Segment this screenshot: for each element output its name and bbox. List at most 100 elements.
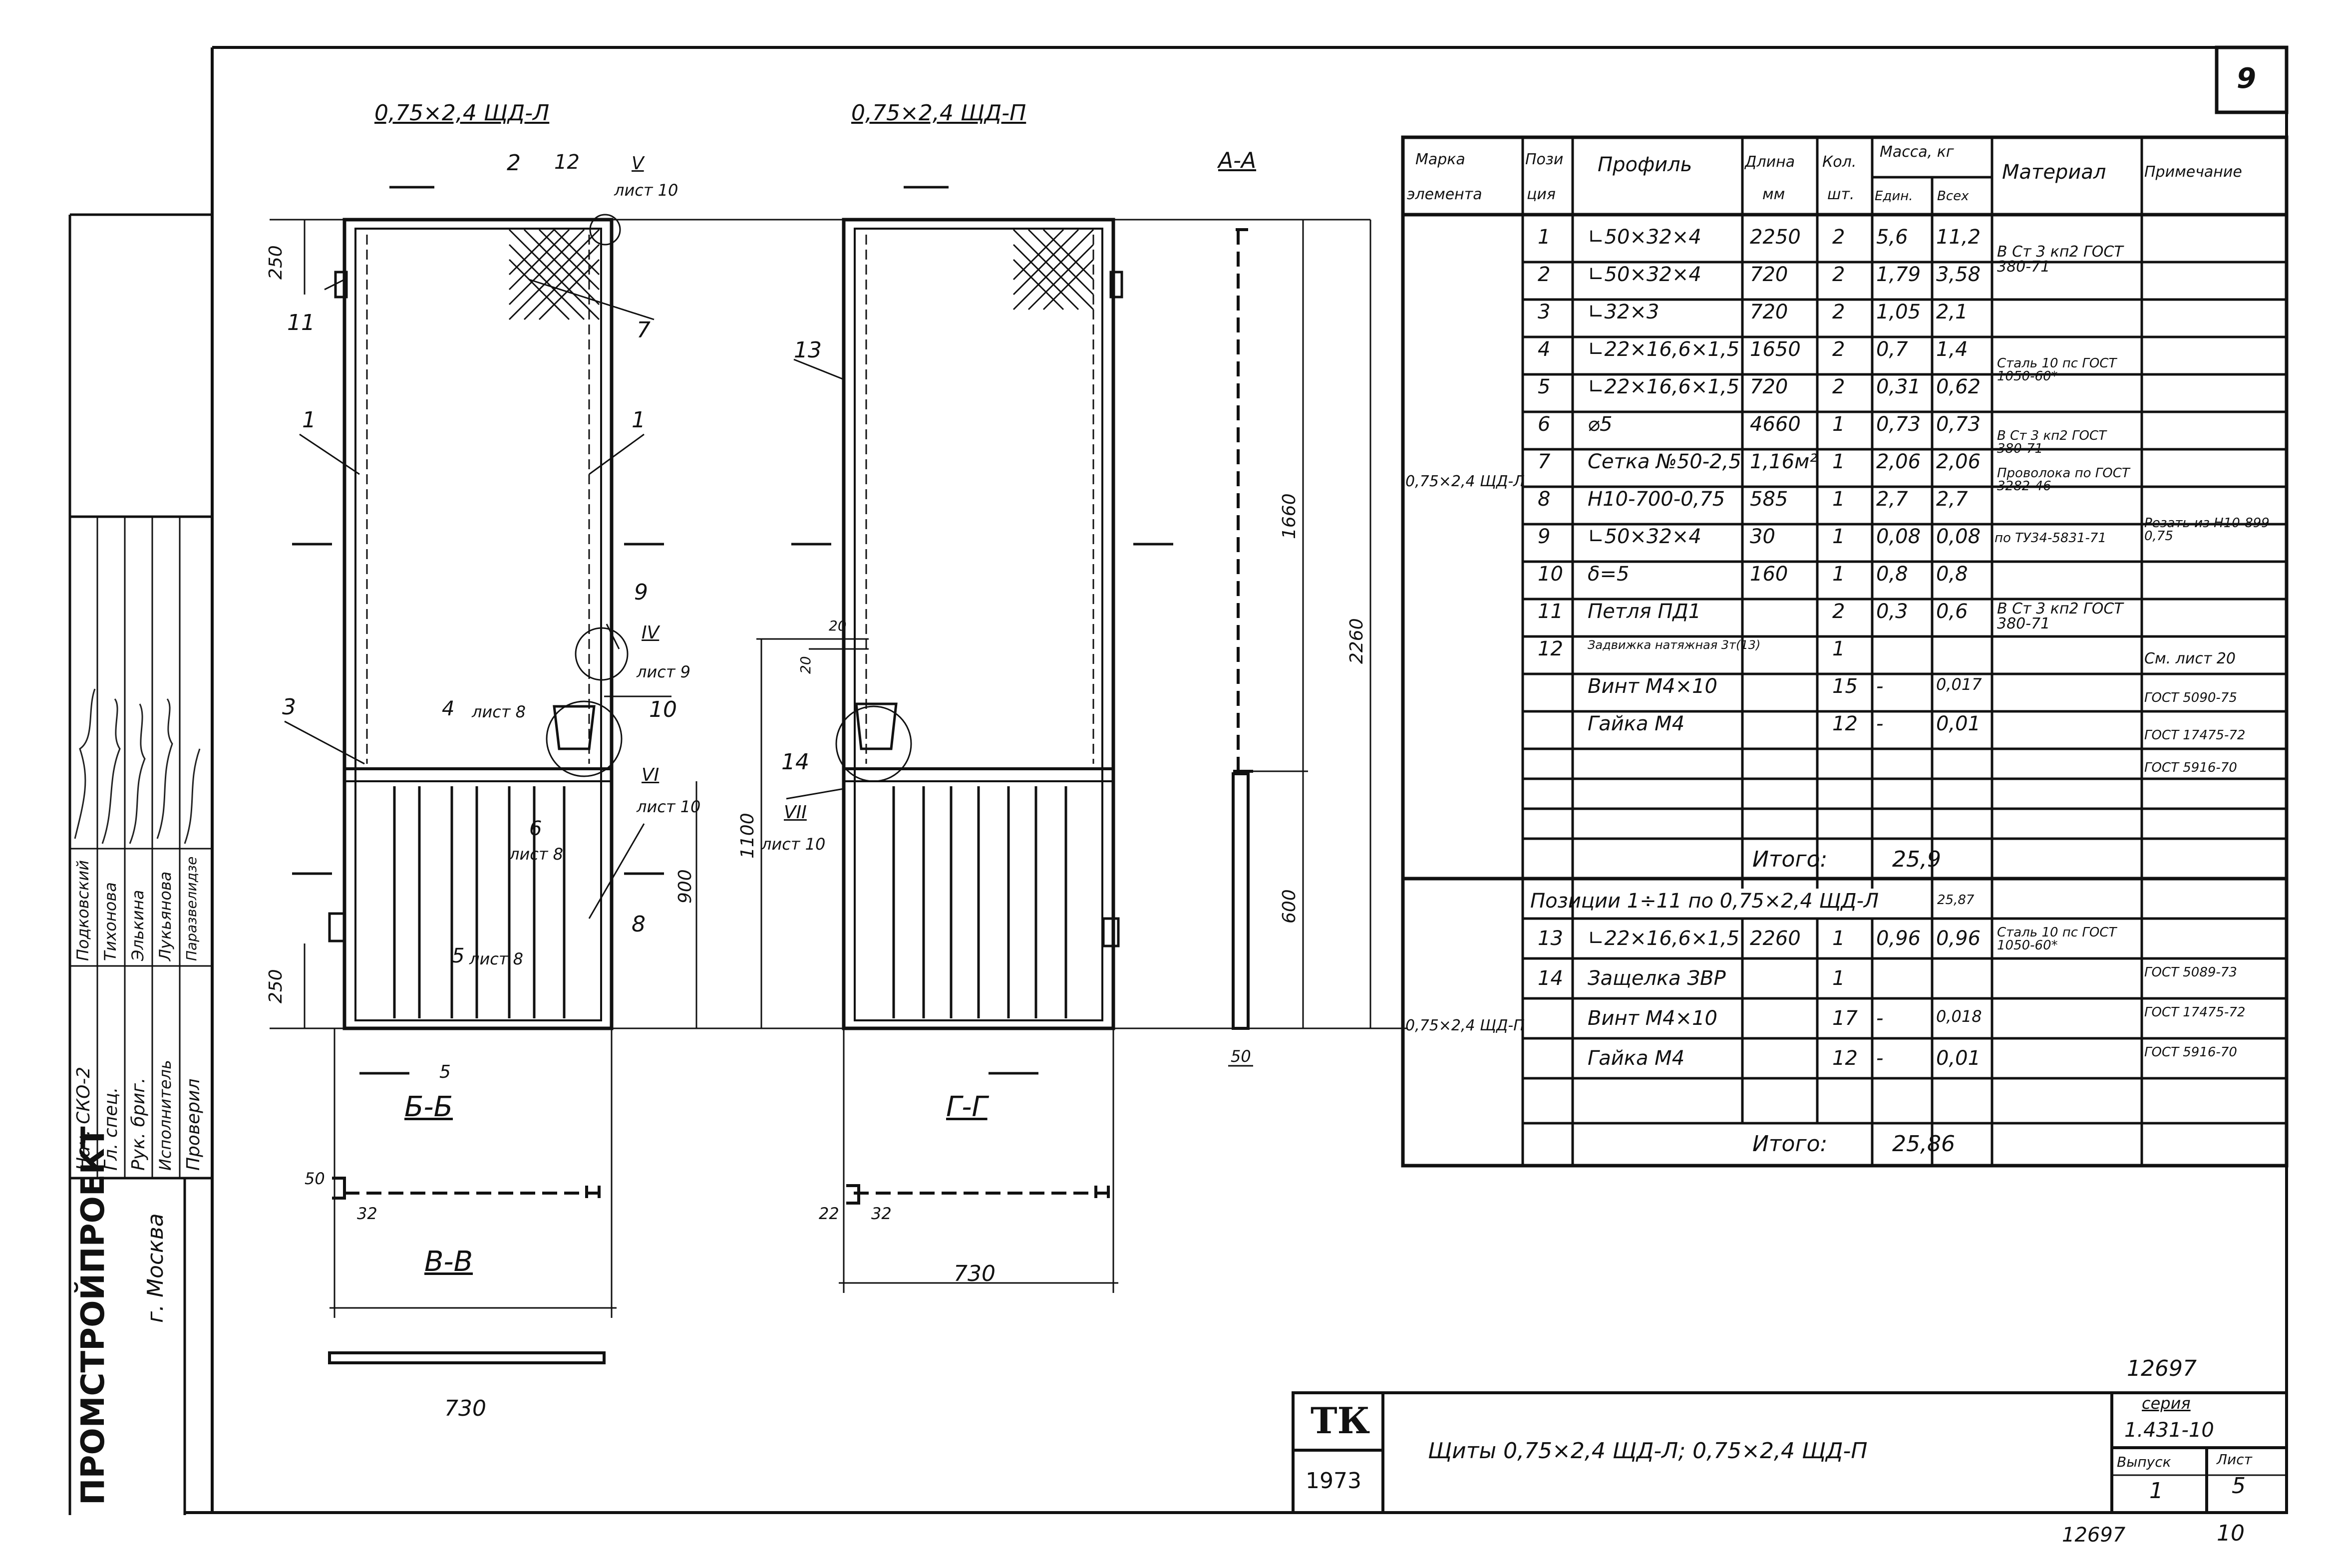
- rows1-len: 585: [1750, 488, 1788, 511]
- rows1-total: 3,58: [1936, 263, 1981, 286]
- rows2-unit: -: [1876, 1007, 1884, 1030]
- group2-header: Позиции 1÷11 по 0,75×2,4 ЩД-Л: [1530, 890, 1879, 913]
- total1-label: Итого:: [1752, 847, 1828, 872]
- rows1-total: 0,8: [1936, 563, 1968, 586]
- dim-50-bb: 50: [305, 1169, 325, 1188]
- rows1-pos: 9: [1538, 525, 1551, 548]
- panel-left: [328, 214, 629, 1030]
- th-profile: Профиль: [1598, 153, 1692, 176]
- rows1-profile: ⌀5: [1588, 413, 1613, 436]
- stamp-name-2: Тихонова: [101, 882, 120, 961]
- rows1-total: 0,73: [1936, 413, 1981, 436]
- rows1-qty: 1: [1832, 637, 1845, 660]
- rows1-unit: 0,8: [1876, 563, 1908, 586]
- th-mark-1: Марка: [1415, 151, 1465, 168]
- rows2-len: 2260: [1750, 927, 1801, 950]
- rows1-len: 720: [1750, 301, 1788, 323]
- rows1-qty: 2: [1832, 338, 1845, 361]
- rows2-unit: -: [1876, 1047, 1884, 1070]
- rows2-material: Сталь 10 пс ГОСТ 1050-60*: [1997, 925, 2117, 953]
- rows1-unit: 0,08: [1876, 525, 1921, 548]
- rows1-profile: ∟22×16,6×1,5: [1588, 375, 1740, 398]
- section-vv-title: В-В: [424, 1246, 473, 1278]
- callout-3: 3: [282, 694, 296, 720]
- drawing-title: Щиты 0,75×2,4 ЩД-Л; 0,75×2,4 ЩД-П: [1428, 1438, 1868, 1464]
- total2-label: Итого:: [1752, 1131, 1828, 1157]
- group2-header-value: 25,87: [1937, 893, 1975, 908]
- material-3: В Ст 3 кп2 ГОСТ 380-71: [1997, 428, 2106, 456]
- note-row8: Резать из Н10-899-0,75: [2144, 516, 2275, 544]
- rows1-pos: 7: [1538, 450, 1551, 473]
- rows2-total: 0,96: [1936, 927, 1981, 950]
- series-value: 1.431-10: [2124, 1419, 2214, 1442]
- rows2-profile: Винт М4×10: [1588, 1007, 1717, 1030]
- material-6: В Ст 3 кп2 ГОСТ 380-71: [1997, 600, 2123, 632]
- sheet-number-box: [2215, 45, 2289, 114]
- callout-1-left: 1: [302, 407, 316, 433]
- rows1-total: 0,017: [1936, 675, 1982, 694]
- rows1-unit: 2,7: [1876, 488, 1908, 511]
- rows2-total: 0,01: [1936, 1047, 1981, 1070]
- callout-list8-5: лист 8: [469, 949, 524, 968]
- rows2-total: 0,018: [1936, 1007, 1982, 1026]
- th-len-2: мм: [1762, 186, 1785, 203]
- rows2-pos: 14: [1538, 967, 1563, 990]
- rows1-pos: 12: [1538, 637, 1563, 660]
- callout-12: 12: [554, 151, 580, 174]
- group2-mark: 0,75×2,4 ЩД-П: [1405, 1017, 1525, 1034]
- th-mass: Масса, кг: [1880, 143, 1954, 161]
- callout-list10: лист 10: [614, 181, 678, 200]
- sheet-number: 9: [2237, 62, 2256, 95]
- rows1-pos: 2: [1538, 263, 1551, 286]
- rows1-profile: Винт М4×10: [1588, 675, 1717, 698]
- rows2-profile: Защелка ЗВР: [1588, 967, 1726, 990]
- rows1-qty: 2: [1832, 301, 1845, 323]
- note-row12: ГОСТ 5090-75: [2144, 690, 2237, 705]
- rows1-qty: 1: [1832, 450, 1845, 473]
- stamp-name-1: Подковский: [73, 860, 92, 961]
- rows1-pos: 8: [1538, 488, 1551, 511]
- rows1-unit: -: [1876, 675, 1884, 698]
- rows1-qty: 1: [1832, 525, 1845, 548]
- dim-32-gg: 32: [871, 1204, 892, 1223]
- rows1-pos: 1: [1538, 226, 1551, 249]
- rows1-profile: Гайка М4: [1588, 712, 1685, 735]
- th-pos-2: ция: [1527, 186, 1556, 203]
- th-pos: Пози: [1525, 151, 1564, 168]
- dim-2260: 2260: [1346, 618, 1367, 664]
- rows1-profile: Н10-700-0,75: [1588, 488, 1725, 511]
- stamp-year: 1973: [1306, 1468, 1361, 1494]
- callout-14: 14: [781, 749, 809, 775]
- material-5: по ТУ34-5831-71: [1995, 531, 2106, 546]
- total1-value: 25,9: [1892, 847, 1941, 872]
- rows1-pos: 11: [1538, 600, 1563, 623]
- callout-node-V: V: [632, 153, 644, 174]
- sheet-value: 5: [2232, 1473, 2246, 1499]
- th-material: Материал: [2002, 161, 2106, 184]
- dim-32-bb: 32: [357, 1204, 377, 1223]
- rows1-unit: 0,31: [1876, 375, 1921, 398]
- dim-22-gg: 22: [819, 1204, 839, 1223]
- rows1-pos: 3: [1538, 301, 1551, 323]
- rows1-unit: 0,7: [1876, 338, 1908, 361]
- rows2-qty: 1: [1832, 927, 1845, 950]
- rows1-total: 0,01: [1936, 712, 1981, 735]
- rows1-profile: Задвижка натяжная 3т(13): [1588, 638, 1761, 652]
- section-aa: [1232, 228, 1253, 1030]
- rows1-pos: 6: [1538, 413, 1551, 436]
- material-2: Сталь 10 пс ГОСТ 1050-60*: [1997, 356, 2117, 384]
- rows1-len: 1650: [1750, 338, 1801, 361]
- callout-list8-4: лист 8: [472, 702, 526, 721]
- rows1-profile: δ=5: [1588, 563, 1630, 586]
- th-note: Примечание: [2144, 163, 2242, 181]
- issue-label: Выпуск: [2117, 1454, 2171, 1470]
- total2-value: 25,86: [1892, 1131, 1955, 1157]
- stamp-role-5: Проверил: [183, 1078, 204, 1171]
- callout-node-VII: VII: [784, 802, 807, 823]
- dim-1100: 1100: [737, 813, 758, 859]
- th-mark-2: элемента: [1407, 186, 1482, 203]
- section-aa-title: А-А: [1218, 148, 1257, 173]
- callout-9: 9: [634, 580, 648, 605]
- stamp-role-3: Рук. бриг.: [128, 1077, 149, 1171]
- callout-list10-b: лист 10: [637, 797, 701, 816]
